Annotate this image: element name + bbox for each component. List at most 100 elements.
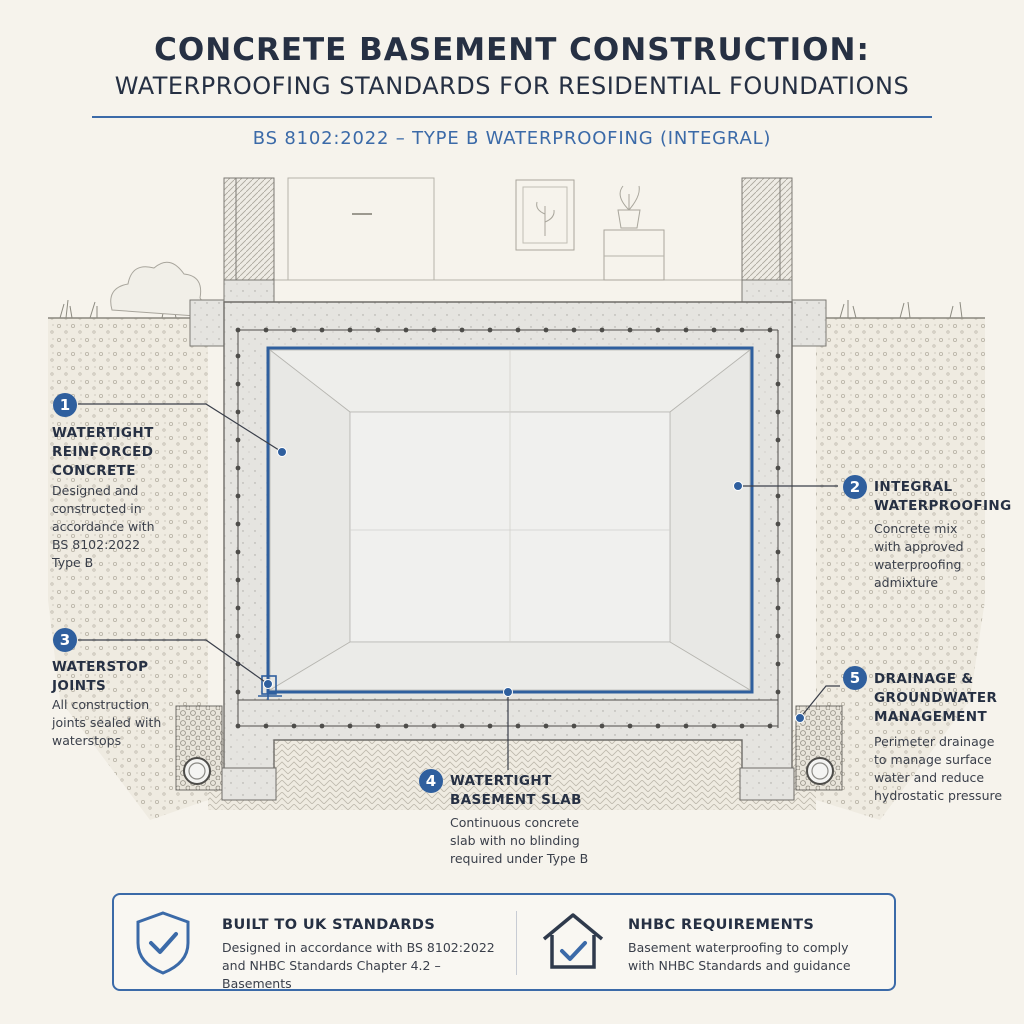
standard-subtitle: BS 8102:2022 – TYPE B WATERPROOFING (INT… bbox=[252, 128, 772, 149]
rebar-dot bbox=[235, 605, 241, 611]
rebar-dot bbox=[487, 723, 493, 729]
rebar-dot bbox=[775, 633, 781, 639]
rebar-dot bbox=[543, 327, 549, 333]
rebar-dot bbox=[235, 493, 241, 499]
drain-pipe-left bbox=[183, 757, 211, 785]
footer-left-title: BUILT TO UK STANDARDS bbox=[222, 917, 436, 933]
rebar-dot bbox=[235, 577, 241, 583]
ground-floor-room bbox=[274, 177, 742, 281]
rebar-dot bbox=[235, 549, 241, 555]
rebar-dot bbox=[571, 723, 577, 729]
house-check-icon bbox=[542, 913, 604, 969]
title-rule bbox=[92, 116, 932, 118]
rebar-dot bbox=[775, 521, 781, 527]
interior-floor bbox=[268, 641, 752, 691]
rebar-dot bbox=[627, 327, 633, 333]
upper-wall-right bbox=[741, 177, 793, 281]
upper-wall-left bbox=[223, 177, 275, 281]
rebar-dot bbox=[775, 549, 781, 555]
rebar-dot bbox=[571, 327, 577, 333]
rebar-dot bbox=[235, 353, 241, 359]
callout-1-title: WATERTIGHT REINFORCED CONCRETE bbox=[52, 425, 154, 479]
rebar-dot bbox=[347, 327, 353, 333]
rebar-dot bbox=[235, 381, 241, 387]
rebar-dot bbox=[515, 723, 521, 729]
rebar-dot bbox=[235, 409, 241, 415]
rebar-dot bbox=[515, 327, 521, 333]
rebar-dot bbox=[431, 327, 437, 333]
rebar-dot bbox=[655, 327, 661, 333]
callout-3-title: WATERSTOP JOINTS bbox=[52, 659, 149, 694]
rebar-dot bbox=[431, 723, 437, 729]
rebar-dot bbox=[543, 723, 549, 729]
footer-divider bbox=[516, 911, 517, 975]
rebar-dot bbox=[711, 723, 717, 729]
soil-left bbox=[48, 318, 208, 820]
callout-1-badge: 1 bbox=[53, 393, 77, 417]
rebar-dot bbox=[235, 437, 241, 443]
callout-2-title: INTEGRAL WATERPROOFING bbox=[874, 479, 1012, 514]
rebar-dot bbox=[235, 327, 241, 333]
callout-4-description: Continuous concrete slab with no blindin… bbox=[450, 815, 589, 866]
rebar-dot bbox=[487, 327, 493, 333]
rebar-dot bbox=[767, 327, 773, 333]
rebar-dot bbox=[235, 633, 241, 639]
callout-5-badge: 5 bbox=[843, 666, 867, 690]
rebar-dot bbox=[711, 327, 717, 333]
rebar-dot bbox=[767, 723, 773, 729]
footer-left-description: Designed in accordance with BS 8102:2022… bbox=[222, 940, 495, 991]
shield-check-icon bbox=[136, 911, 190, 975]
bush bbox=[110, 261, 204, 317]
rebar-dot bbox=[775, 465, 781, 471]
footer-right-title: NHBC REQUIREMENTS bbox=[628, 917, 815, 933]
callout-4-title: WATERTIGHT BASEMENT SLAB bbox=[450, 773, 582, 808]
callout-5-description: Perimeter drainage to manage surface wat… bbox=[874, 734, 1003, 803]
rebar-dot bbox=[235, 723, 241, 729]
rebar-dot bbox=[775, 577, 781, 583]
rebar-dot bbox=[263, 723, 269, 729]
rebar-dot bbox=[403, 723, 409, 729]
rebar-dot bbox=[263, 327, 269, 333]
rebar-dot bbox=[235, 465, 241, 471]
callout-4-badge: 4 bbox=[419, 769, 443, 793]
rebar-dot bbox=[235, 521, 241, 527]
rebar-dot bbox=[739, 723, 745, 729]
rebar-dot bbox=[375, 327, 381, 333]
drain-pipe-right bbox=[806, 757, 834, 785]
rebar-dot bbox=[347, 723, 353, 729]
rebar-dot bbox=[775, 689, 781, 695]
rebar-dot bbox=[599, 723, 605, 729]
title-line-2: WATERPROOFING STANDARDS FOR RESIDENTIAL … bbox=[114, 72, 910, 100]
rebar-dot bbox=[319, 327, 325, 333]
callout-3-description: All construction joints sealed with wate… bbox=[52, 697, 162, 748]
callout-3-badge: 3 bbox=[53, 628, 77, 652]
callout-1-description: Designed and constructed in accordance w… bbox=[52, 483, 155, 570]
rebar-dot bbox=[291, 327, 297, 333]
rebar-dot bbox=[319, 723, 325, 729]
rebar-dot bbox=[459, 723, 465, 729]
rebar-dot bbox=[291, 723, 297, 729]
soil-right bbox=[816, 318, 985, 820]
rebar-dot bbox=[739, 327, 745, 333]
rebar-dot bbox=[775, 381, 781, 387]
callout-2-description: Concrete mix with approved waterproofing… bbox=[874, 521, 964, 590]
soil-under bbox=[208, 730, 816, 810]
rebar-dot bbox=[683, 327, 689, 333]
callout-5-title: DRAINAGE & GROUNDWATER MANAGEMENT bbox=[874, 671, 998, 725]
rebar-dot bbox=[775, 409, 781, 415]
rebar-dot bbox=[235, 689, 241, 695]
rebar-dot bbox=[459, 327, 465, 333]
callout-2-badge: 2 bbox=[843, 475, 867, 499]
rebar-dot bbox=[599, 327, 605, 333]
rebar-dot bbox=[683, 723, 689, 729]
rebar-dot bbox=[775, 437, 781, 443]
rebar-dot bbox=[403, 327, 409, 333]
rebar-dot bbox=[775, 661, 781, 667]
rebar-dot bbox=[627, 723, 633, 729]
rebar-dot bbox=[775, 353, 781, 359]
title-line-1: CONCRETE BASEMENT CONSTRUCTION: bbox=[154, 32, 870, 68]
grass bbox=[59, 299, 963, 319]
rebar-dot bbox=[655, 723, 661, 729]
rebar-dots bbox=[235, 327, 781, 729]
